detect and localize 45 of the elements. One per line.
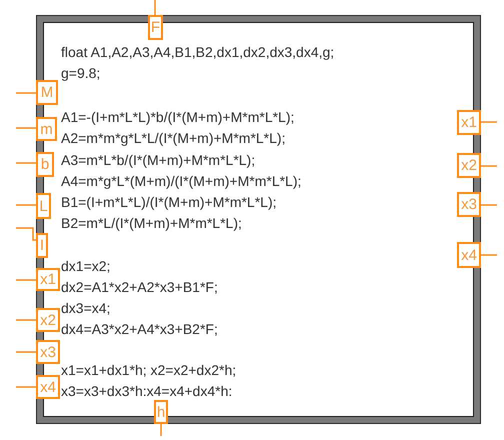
terminal: F	[148, 15, 163, 40]
wire	[16, 227, 36, 241]
code-line: x3=x3+dx3*h:x4=x4+dx4*h:	[61, 382, 232, 400]
terminal: L	[36, 193, 51, 219]
terminal: x1	[36, 268, 60, 291]
code-line: dx3=x4;	[61, 299, 110, 317]
wire	[481, 254, 497, 256]
formula-node-frame	[36, 15, 481, 424]
terminal: I	[36, 233, 48, 258]
code-line: A3=m*L*b/(I*(M+m)+M*m*L*L);	[61, 151, 256, 169]
code-line: B2=m*L/(I*(M+m)+M*m*L*L);	[61, 214, 242, 232]
code-line: A2=m*m*g*L*L/(I*(M+m)+M*m*L*L);	[61, 129, 286, 147]
terminal: x1	[457, 110, 481, 135]
terminal: x3	[36, 340, 60, 364]
wire	[16, 204, 36, 206]
code-line: A4=m*g*L*(M+m)/(I*(M+m)+M*m*L*L);	[61, 172, 302, 190]
wire	[16, 127, 36, 129]
code-line: dx4=A3*x2+A4*x3+B2*F;	[61, 320, 218, 338]
code-line: dx2=A1*x2+A2*x3+B1*F;	[61, 278, 218, 296]
wire	[481, 204, 497, 206]
terminal: b	[36, 152, 54, 177]
wire	[481, 165, 497, 167]
wire	[16, 319, 36, 321]
code-line: g=9.8;	[61, 64, 100, 82]
terminal: x3	[457, 192, 481, 217]
terminal: M	[36, 80, 58, 105]
code-line: A1=-(I+m*L*L)*b/(I*(M+m)+M*m*L*L);	[61, 108, 294, 126]
code-line: float A1,A2,A3,A4,B1,B2,dx1,dx2,dx3,dx4,g;	[61, 43, 334, 61]
wire	[16, 351, 36, 353]
terminal: m	[36, 117, 57, 141]
wire	[16, 386, 36, 388]
wire	[16, 92, 36, 94]
wire	[16, 279, 36, 281]
code-line: dx1=x2;	[61, 257, 110, 275]
wire	[481, 121, 497, 123]
code-line: B1=(I+m*L*L)/(I*(M+m)+M*m*L*L);	[61, 193, 277, 211]
code-line: x1=x1+dx1*h; x2=x2+dx2*h;	[61, 361, 236, 379]
terminal: x2	[457, 153, 481, 178]
terminal: x4	[457, 242, 481, 268]
terminal: x2	[36, 308, 60, 332]
wire	[160, 424, 162, 436]
wire	[154, 0, 156, 15]
wire	[16, 162, 36, 164]
terminal: x4	[36, 375, 60, 399]
terminal: h	[154, 400, 168, 424]
